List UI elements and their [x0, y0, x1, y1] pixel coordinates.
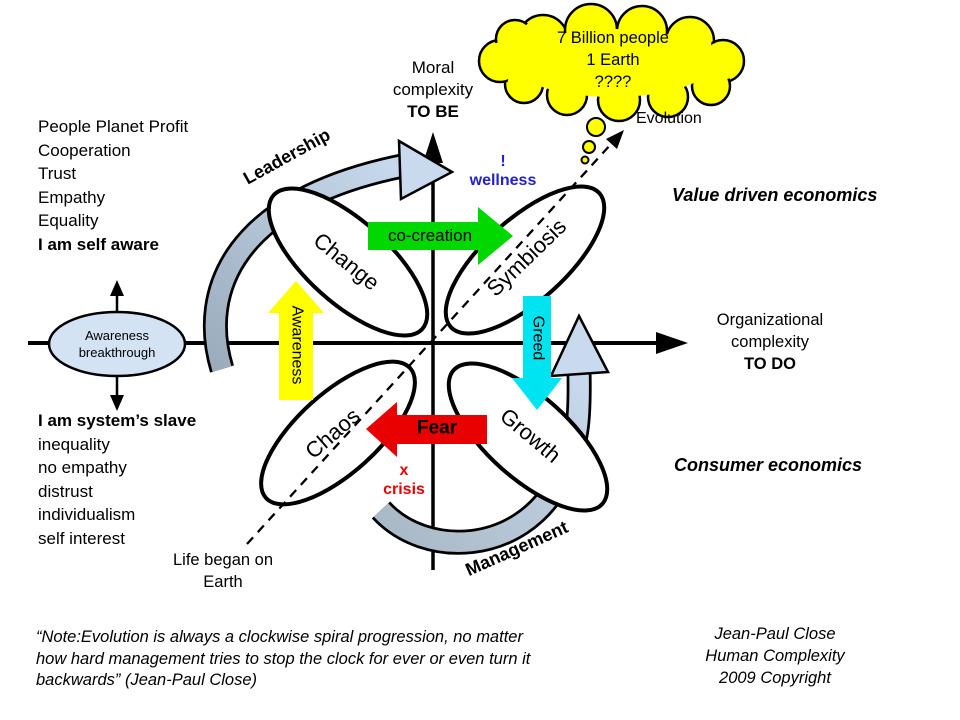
wellness-note: ! wellness	[455, 152, 551, 190]
quote-line3: backwards” (Jean-Paul Close)	[36, 671, 258, 689]
awareness-breakthrough-ellipse	[47, 310, 187, 378]
list-item: no empathy	[38, 458, 127, 477]
upper-left-list: People Planet Profit Cooperation Trust E…	[38, 115, 188, 256]
list-item-bold: I am system’s slave	[38, 411, 197, 430]
awareness-arrow-label: Awareness	[288, 305, 306, 385]
horizontal-axis-line1: Organizational	[716, 311, 824, 329]
list-item: distrust	[38, 481, 93, 501]
life-began-label: Life began on Earth	[157, 549, 289, 593]
credit-line1: Jean-Paul Close	[714, 625, 836, 643]
horizontal-axis-arrowhead-icon	[656, 332, 688, 354]
management-arrowhead-icon	[548, 313, 610, 378]
greed-down-arrow	[512, 296, 562, 410]
list-item: Empathy	[38, 187, 106, 207]
list-item: individualism	[38, 505, 136, 524]
greed-label: Greed	[529, 315, 547, 361]
life-began-line2: Earth	[203, 573, 243, 591]
horizontal-axis-label: Organizational complexity TO DO	[695, 309, 845, 375]
vertical-axis-line1: Moral	[411, 58, 455, 77]
co-creation-label: co-creation	[387, 225, 473, 245]
list-item: People Planet Profit	[38, 117, 189, 136]
evolution-label: Evolution	[636, 110, 702, 127]
awareness-line1: Awareness	[84, 328, 150, 343]
lower-left-list: I am system’s slave inequality no empath…	[38, 409, 196, 550]
horizontal-axis-line3: TO DO	[744, 355, 796, 373]
list-item: Equality	[38, 211, 99, 230]
value-economics-label: Value driven economics	[672, 185, 878, 205]
footer-quote: “Note:Evolution is always a clockwise sp…	[36, 627, 611, 692]
down-arrowhead-icon	[110, 395, 124, 411]
wellness-text: wellness	[469, 172, 537, 189]
growth-ellipse	[446, 361, 610, 513]
list-item: inequality	[38, 434, 110, 454]
fear-label: Fear	[416, 417, 458, 439]
chaos-ellipse	[259, 359, 417, 507]
vertical-axis-arrowhead-icon	[423, 132, 443, 163]
crisis-mark: x	[399, 462, 409, 479]
vertical-axis-line2: complexity	[392, 80, 474, 99]
thought-bubble-trail-icon	[580, 117, 606, 165]
leadership-arrowhead-icon	[397, 138, 455, 202]
copyright-credit: Jean-Paul Close Human Complexity 2009 Co…	[655, 623, 895, 689]
evolution-dashed-line	[246, 142, 613, 545]
consumer-economics-label: Consumer economics	[674, 455, 863, 475]
crisis-note: x crisis	[365, 461, 443, 499]
up-arrowhead-icon	[110, 280, 124, 296]
horizontal-axis-line2: complexity	[731, 333, 809, 351]
credit-line3: 2009 Copyright	[719, 669, 831, 687]
vertical-axis-line3: TO BE	[407, 102, 459, 121]
leadership-curved-arrow	[202, 138, 455, 373]
co-creation-right-arrow	[368, 207, 513, 265]
awareness-line2: breakthrough	[78, 345, 156, 360]
awareness-breakthrough-group	[47, 280, 187, 411]
credit-line2: Human Complexity	[705, 647, 845, 665]
list-item-bold: I am self aware	[38, 234, 159, 254]
thought-cloud	[477, 2, 746, 123]
cloud-line3: ????	[594, 73, 632, 91]
quote-line1: “Note:Evolution is always a clockwise sp…	[36, 628, 523, 646]
list-item: Trust	[38, 164, 77, 183]
awareness-breakthrough-label: Awareness breakthrough	[59, 327, 175, 361]
list-item: Cooperation	[38, 140, 131, 160]
awareness-up-arrow	[268, 281, 324, 400]
life-began-line1: Life began on	[172, 551, 273, 569]
cloud-line1: 7 Billion people	[557, 29, 669, 47]
fear-left-arrow	[366, 402, 487, 457]
vertical-axis-label: Moral complexity TO BE	[363, 57, 503, 123]
cloud-text: 7 Billion people 1 Earth ????	[515, 27, 711, 93]
evolution-arrowhead-icon	[606, 130, 624, 149]
list-item: self interest	[38, 528, 125, 548]
quote-line2: how hard management tries to stop the cl…	[36, 649, 531, 668]
cloud-line2: 1 Earth	[586, 51, 640, 69]
wellness-mark: !	[500, 153, 506, 170]
crisis-text: crisis	[383, 481, 425, 498]
